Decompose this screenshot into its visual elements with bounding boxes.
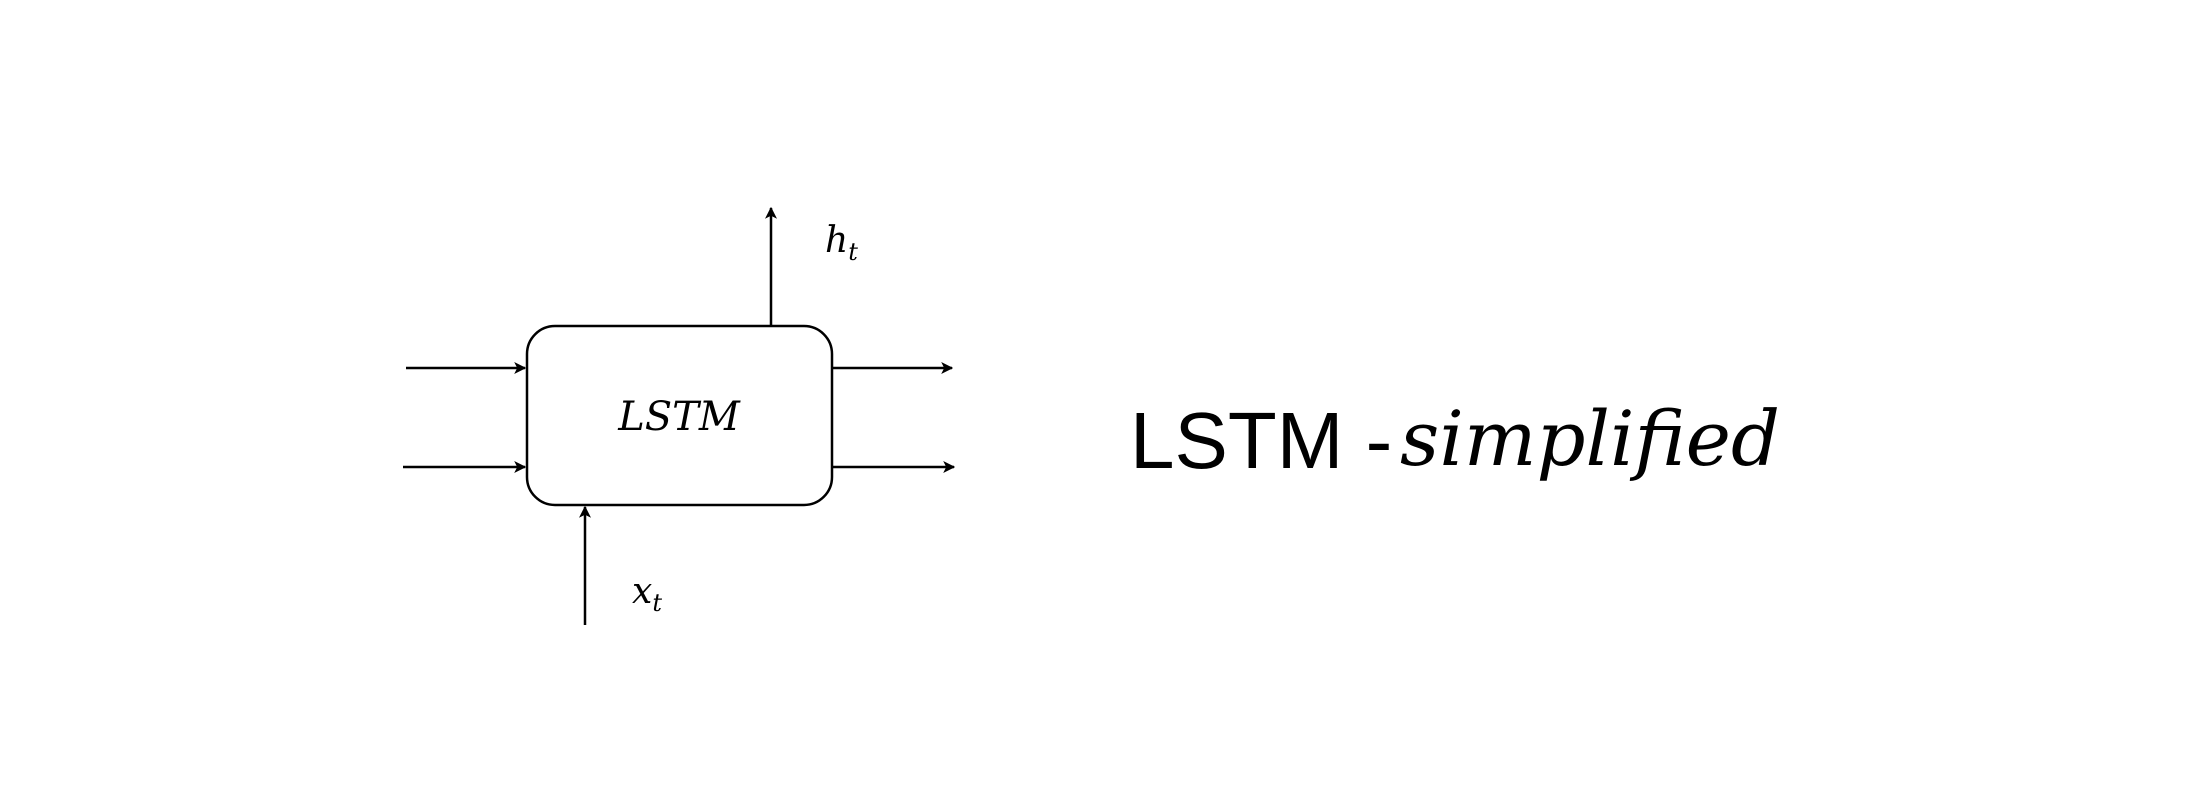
output-label-ht: ht — [825, 220, 858, 266]
title-main: LSTM - — [1130, 396, 1392, 485]
lstm-cell-box — [525, 324, 834, 507]
lstm-cell-label: LSTM — [617, 394, 741, 440]
title-script: simplified — [1400, 394, 1780, 483]
input-label-xt: xt — [632, 571, 662, 617]
